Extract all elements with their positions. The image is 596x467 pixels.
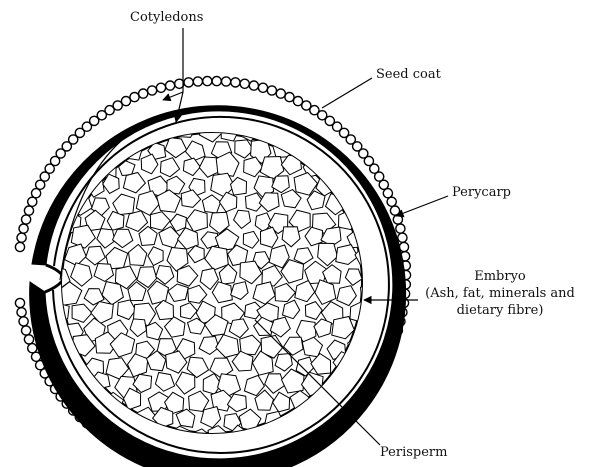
perycarp-bead (19, 317, 28, 326)
perycarp-arrow (396, 196, 448, 216)
perycarp-bead (17, 233, 26, 242)
perisperm-cell (249, 427, 270, 448)
perycarp-bead (193, 77, 202, 86)
perycarp-bead (24, 206, 33, 215)
perisperm-label: Perisperm (380, 444, 447, 461)
cotyledons-label: Cotyledons (130, 9, 203, 26)
perycarp-bead (22, 215, 31, 224)
perycarp-bead (249, 81, 258, 90)
perycarp-bead (258, 83, 267, 92)
perisperm-cell (356, 322, 373, 339)
perycarp-bead (393, 215, 402, 224)
perycarp-bead (28, 344, 37, 353)
perycarp-bead (130, 93, 139, 102)
perycarp-bead (156, 83, 165, 92)
perycarp-bead (398, 233, 407, 242)
perisperm-cell (361, 285, 379, 301)
perycarp-bead (203, 77, 212, 86)
perycarp-bead (387, 197, 396, 206)
perycarp-bead (139, 89, 148, 98)
perycarp-bead (28, 197, 37, 206)
perycarp-bead (121, 97, 130, 106)
perycarp-bead (240, 79, 249, 88)
cotyledons-leader (163, 28, 183, 122)
perycarp-bead (231, 78, 240, 87)
perisperm-cell (314, 394, 330, 410)
perycarp-bead (285, 93, 294, 102)
perisperm-cell (283, 412, 304, 431)
perycarp-bead (184, 78, 193, 87)
perycarp-bead (15, 242, 24, 251)
perycarp-bead (267, 86, 276, 95)
embryo-title: Embryo (402, 268, 596, 285)
perycarp-bead (383, 189, 392, 198)
seed-coat-leader (322, 78, 372, 108)
perycarp-bead (276, 89, 285, 98)
perycarp-bead (166, 81, 175, 90)
perycarp-label: Perycarp (452, 184, 511, 201)
embryo-detail-line-2: dietary fibre) (402, 302, 596, 319)
perycarp-bead (212, 77, 221, 86)
perycarp-bead (15, 298, 24, 307)
perycarp-bead (24, 335, 33, 344)
embryo-detail-line-1: (Ash, fat, minerals and (402, 285, 596, 302)
perycarp-bead (17, 308, 26, 317)
perycarp-bead (396, 224, 405, 233)
seed-coat-label: Seed coat (376, 66, 441, 83)
perycarp-bead (22, 326, 31, 335)
perisperm-cell (339, 211, 357, 230)
perycarp-bead (390, 206, 399, 215)
perycarp-bead (19, 224, 28, 233)
embryo-label: Embryo (Ash, fat, minerals and dietary f… (402, 268, 596, 319)
perycarp-bead (148, 86, 157, 95)
perycarp-bead (222, 77, 231, 86)
